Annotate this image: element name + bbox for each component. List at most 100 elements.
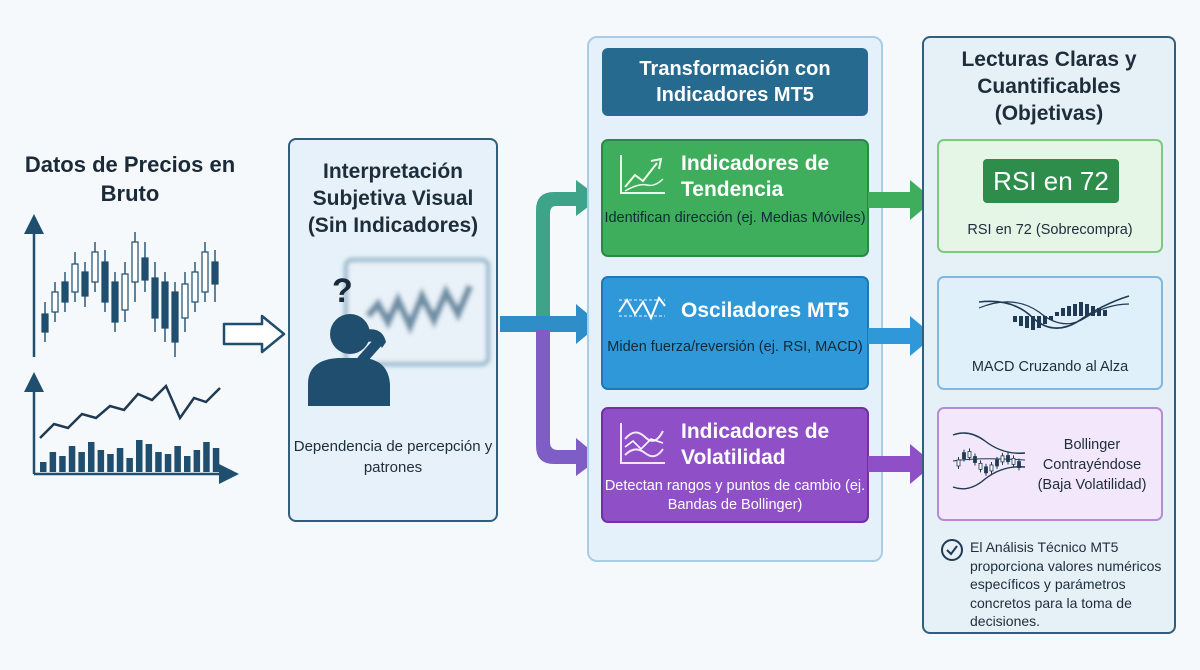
transformation-title: Transformación con Indicadores MT5 (602, 48, 868, 116)
raw-price-charts (24, 214, 239, 484)
trend-title: Indicadores de Tendencia (681, 152, 830, 201)
arrow-osc-to-macd (868, 316, 934, 356)
oscillators-box: Osciladores MT5 Miden fuerza/reversión (… (601, 276, 869, 390)
volume-bar (78, 452, 85, 472)
person-icon (308, 358, 390, 406)
volatility-title: Indicadores de Volatilidad (681, 420, 830, 469)
candle (91, 242, 99, 292)
check-circle-icon (941, 539, 963, 561)
question-mark-icon: ? (332, 272, 353, 310)
candle (161, 272, 169, 342)
arrow-vol-to-bollinger (868, 444, 934, 484)
candle (71, 252, 79, 302)
conclusion-note: El Análisis Técnico MT5 proporciona valo… (970, 539, 1162, 629)
macd-bar (1079, 302, 1083, 316)
candle (191, 262, 199, 312)
volume-bar (184, 456, 191, 472)
volume-bar (164, 454, 172, 472)
bollinger-candle (995, 456, 999, 469)
bollinger-reading-box: Bollinger Contrayéndose (Baja Volatilida… (937, 407, 1163, 521)
person-thinking-illustration: ? (308, 258, 490, 406)
bollinger-candle (967, 448, 972, 461)
arrow-trend-to-rsi (868, 180, 934, 220)
macd-bar (1061, 308, 1065, 316)
candle (131, 232, 139, 302)
volume-bar (107, 454, 114, 472)
volume-bar (68, 446, 76, 472)
bollinger-candle (962, 449, 966, 462)
volume-bar (136, 440, 143, 472)
volatility-desc: Detectan rangos y puntos de cambio (ej. … (604, 478, 866, 513)
bollinger-candle (989, 461, 994, 474)
volume-bar (145, 444, 153, 472)
bollinger-candle (1011, 455, 1016, 468)
macd-bar (1055, 312, 1059, 316)
subjective-caption: Dependencia de percepción y patrones (293, 438, 493, 476)
volume-bar (126, 458, 133, 472)
macd-bar (1085, 304, 1089, 316)
raw-data-title: Datos de Precios en Bruto (24, 152, 236, 206)
bollinger-candle (956, 457, 961, 469)
macd-bar (1013, 316, 1017, 322)
subjective-title: Interpretación Subjetiva Visual (Sin Ind… (307, 160, 479, 237)
macd-bar (1031, 316, 1035, 330)
volatility-bands-icon (620, 423, 665, 464)
trend-desc: Identifican dirección (ej. Medias Móvile… (604, 210, 866, 226)
volume-bar (212, 448, 220, 472)
bollinger-candle (978, 460, 983, 473)
volume-bar (203, 442, 210, 472)
blurred-chart-icon (344, 258, 490, 366)
volatility-indicators-box: Indicadores de Volatilidad Detectan rang… (601, 407, 869, 523)
volume-bar (155, 452, 162, 472)
candle (211, 250, 219, 302)
subjective-interpretation-box: Interpretación Subjetiva Visual (Sin Ind… (288, 138, 498, 522)
macd-bar (1019, 316, 1023, 326)
candle (121, 262, 129, 322)
bollinger-bands-icon (952, 432, 1026, 490)
arrow-raw-to-subjective (222, 314, 286, 354)
macd-bar (1097, 308, 1101, 316)
candle (111, 272, 119, 332)
bollinger-candle (1017, 458, 1021, 471)
candlestick-series (41, 232, 219, 357)
candle (151, 262, 159, 332)
candle (41, 302, 49, 342)
candle (141, 242, 149, 292)
volume-bar (116, 448, 124, 472)
candle (101, 250, 109, 312)
macd-bar (1073, 304, 1077, 316)
readings-title: Lecturas Claras y Cuantificables (Objeti… (961, 48, 1137, 125)
macd-caption: MACD Cruzando al Alza (971, 359, 1129, 375)
volume-bars (40, 440, 220, 472)
bollinger-candle (973, 453, 977, 466)
candle (201, 242, 209, 302)
candle (51, 282, 59, 322)
volume-bar (193, 450, 201, 472)
rsi-value-badge: RSI en 72 (983, 159, 1119, 203)
volume-bar (59, 456, 66, 472)
oscillators-title: Osciladores MT5 (681, 299, 850, 322)
macd-bar (1049, 316, 1053, 320)
volume-bar (88, 442, 95, 472)
candle (171, 282, 179, 357)
bollinger-candle (984, 463, 988, 476)
macd-reading-box: MACD Cruzando al Alza (937, 276, 1163, 390)
volume-bar (49, 452, 57, 472)
bollinger-candle (1000, 452, 1005, 465)
bollinger-candle (1006, 452, 1010, 465)
rsi-caption: RSI en 72 (Sobrecompra) (967, 222, 1133, 238)
macd-bar (1025, 316, 1029, 328)
candle (181, 272, 189, 332)
macd-bar (1067, 306, 1071, 316)
price-line (39, 383, 221, 439)
bollinger-caption: Bollinger Contrayéndose (Baja Volatilida… (1037, 437, 1147, 493)
candle (81, 262, 89, 307)
trend-chart-icon (620, 155, 665, 194)
macd-bar (1043, 316, 1047, 324)
oscillator-wave-icon (618, 295, 666, 321)
macd-histogram-icon (978, 295, 1130, 330)
volume-bar (97, 450, 105, 472)
oscillators-desc: Miden fuerza/reversión (ej. RSI, MACD) (607, 339, 863, 355)
rsi-reading-box: RSI en 72 RSI en 72 (Sobrecompra) (937, 139, 1163, 253)
trend-indicators-box: Indicadores de Tendencia Identifican dir… (601, 139, 869, 257)
